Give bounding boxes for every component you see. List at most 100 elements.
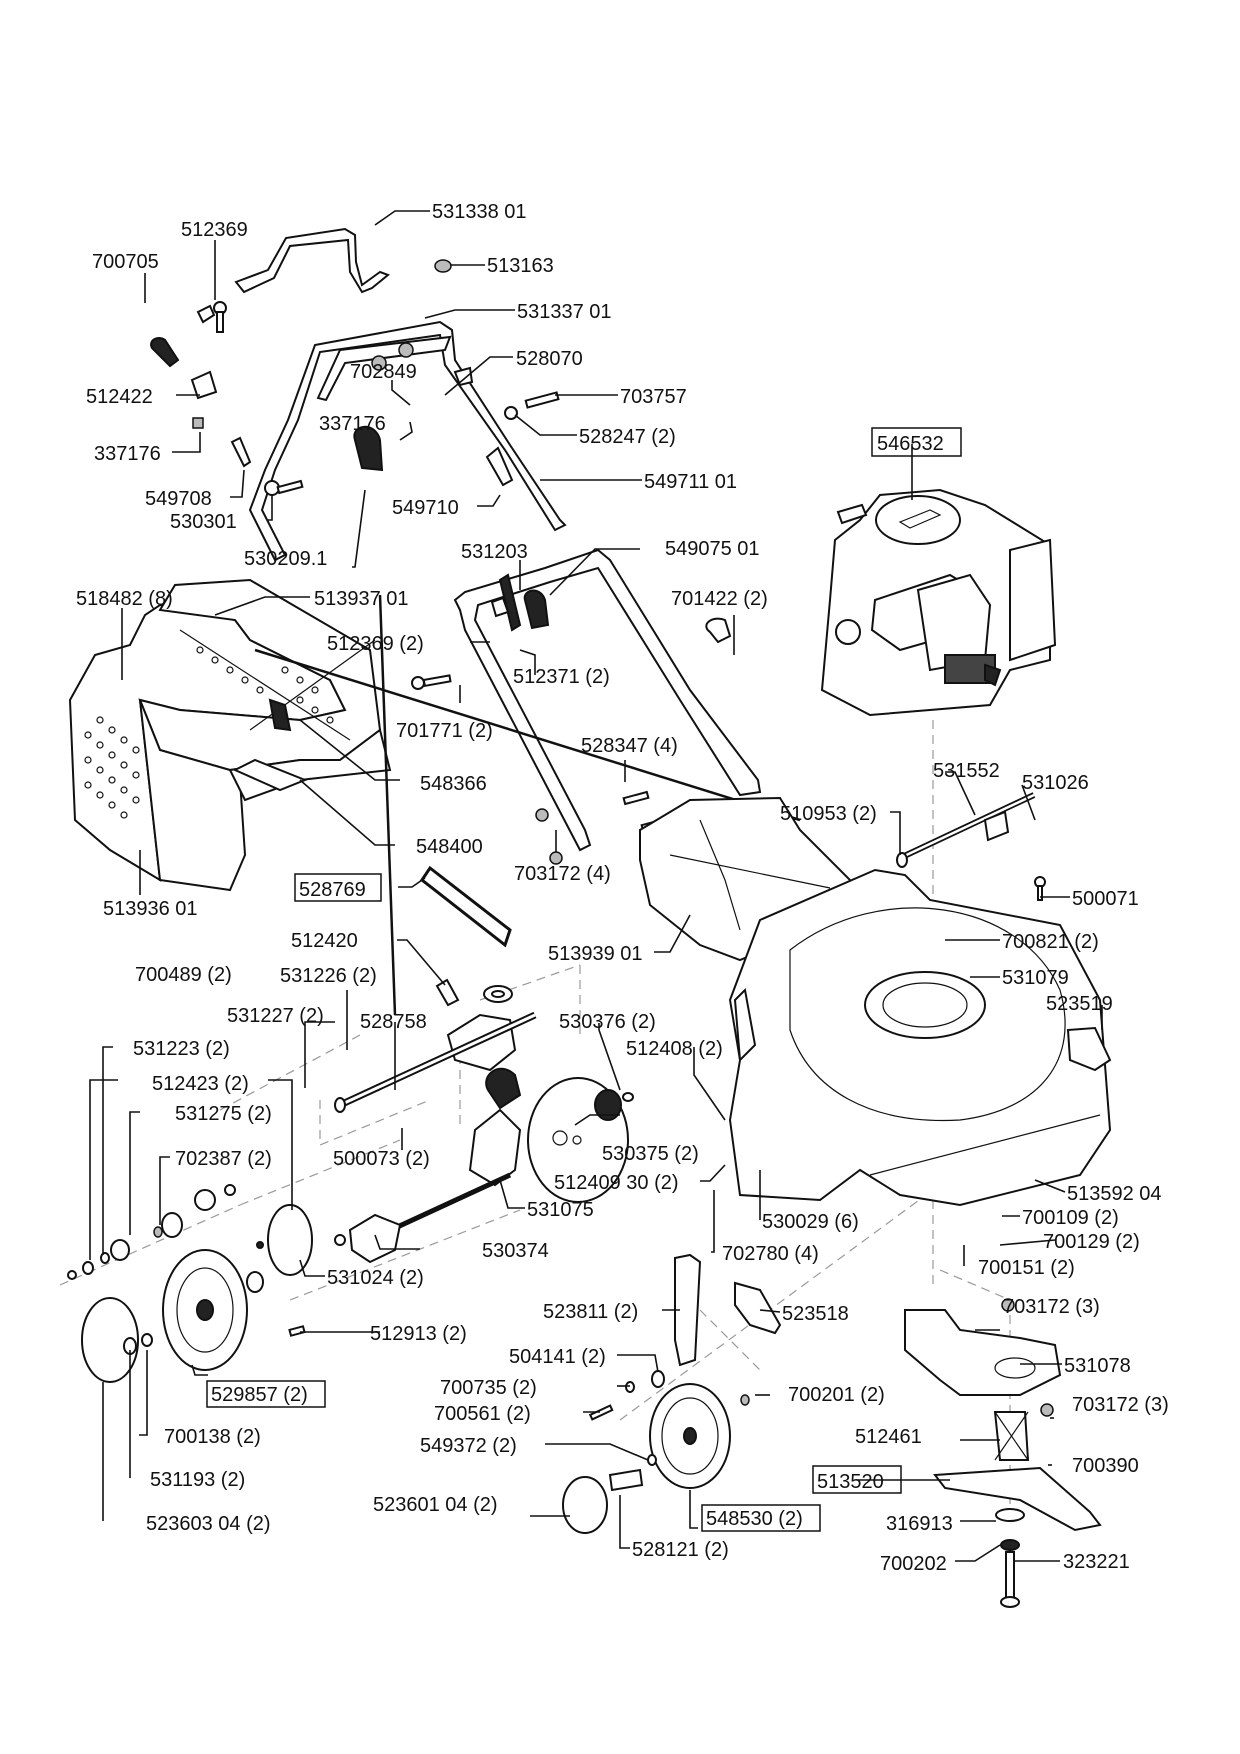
part-label-337176-handle[interactable]: 337176 — [319, 413, 386, 435]
part-label-531024[interactable]: 531024 (2) — [327, 1267, 424, 1289]
part-label-523603-04[interactable]: 523603 04 (2) — [146, 1513, 271, 1535]
part-label-528247[interactable]: 528247 (2) — [579, 426, 676, 448]
part-label-530209-1[interactable]: 530209.1 — [244, 548, 327, 570]
part-label-531227[interactable]: 531227 (2) — [227, 1005, 324, 1027]
part-label-523811[interactable]: 523811 (2) — [543, 1301, 638, 1323]
part-label-546532-group[interactable]: 546532 — [871, 427, 962, 457]
boxed-label-frame — [871, 427, 962, 457]
part-label-528769-group[interactable]: 528769 — [294, 873, 382, 902]
part-label-548366[interactable]: 548366 — [420, 773, 487, 795]
part-label-700561[interactable]: 700561 (2) — [434, 1403, 531, 1425]
part-label-531026[interactable]: 531026 — [1022, 772, 1089, 794]
part-label-512913[interactable]: 512913 (2) — [370, 1323, 467, 1345]
part-label-531193[interactable]: 531193 (2) — [150, 1469, 245, 1491]
part-label-700705[interactable]: 700705 — [92, 251, 159, 273]
part-label-528121[interactable]: 528121 (2) — [632, 1539, 729, 1561]
part-label-512369[interactable]: 512369 — [181, 219, 248, 241]
part-label-531079[interactable]: 531079 — [1002, 967, 1069, 989]
lower-handle-fittings — [411, 573, 732, 865]
part-label-700151[interactable]: 700151 (2) — [978, 1257, 1075, 1279]
handle-fittings — [150, 259, 560, 496]
part-label-529857[interactable]: 529857 (2) — [211, 1384, 308, 1406]
part-label-512420[interactable]: 512420 — [291, 930, 358, 952]
part-label-510953[interactable]: 510953 (2) — [780, 803, 877, 825]
part-label-701771[interactable]: 701771 (2) — [396, 720, 493, 742]
part-label-549710[interactable]: 549710 — [392, 497, 459, 519]
part-label-528769[interactable]: 528769 — [299, 879, 366, 901]
part-label-700390[interactable]: 700390 — [1072, 1455, 1139, 1477]
part-label-549372[interactable]: 549372 (2) — [420, 1435, 517, 1457]
part-label-548530[interactable]: 548530 (2) — [706, 1508, 803, 1530]
part-label-528758[interactable]: 528758 — [360, 1011, 427, 1033]
part-label-702387[interactable]: 702387 (2) — [175, 1148, 272, 1170]
part-label-549711-01[interactable]: 549711 01 — [644, 471, 737, 493]
part-label-531078[interactable]: 531078 — [1064, 1355, 1131, 1377]
part-label-523519[interactable]: 523519 — [1046, 993, 1113, 1015]
part-label-703757[interactable]: 703757 — [620, 386, 687, 408]
part-label-512408[interactable]: 512408 (2) — [626, 1038, 723, 1060]
grass-bag-vent-pattern — [84, 646, 334, 819]
part-label-316913[interactable]: 316913 — [886, 1513, 953, 1535]
part-label-512423[interactable]: 512423 (2) — [152, 1073, 249, 1095]
part-label-531203[interactable]: 531203 — [461, 541, 528, 563]
part-label-513520[interactable]: 513520 — [817, 1471, 884, 1493]
part-label-700821[interactable]: 700821 (2) — [1002, 931, 1099, 953]
upper-handle-bar — [234, 227, 567, 562]
part-label-549708[interactable]: 549708 — [145, 488, 212, 510]
part-label-512371[interactable]: 512371 (2) — [513, 666, 610, 688]
part-label-531075[interactable]: 531075 — [527, 1199, 594, 1221]
part-label-512369-2[interactable]: 512369 (2) — [327, 633, 424, 655]
part-label-548530-group[interactable]: 548530 (2) — [701, 1504, 821, 1532]
part-label-523518[interactable]: 523518 — [782, 1303, 849, 1325]
part-label-702780[interactable]: 702780 (4) — [722, 1243, 819, 1265]
part-label-548400[interactable]: 548400 — [416, 836, 483, 858]
part-label-513937-01[interactable]: 513937 01 — [314, 588, 409, 610]
part-label-703172-4[interactable]: 703172 (4) — [514, 863, 611, 885]
part-label-337176[interactable]: 337176 — [94, 443, 161, 465]
part-label-531223[interactable]: 531223 (2) — [133, 1038, 230, 1060]
part-label-701422[interactable]: 701422 (2) — [671, 588, 768, 610]
part-label-530375[interactable]: 530375 (2) — [602, 1143, 699, 1165]
part-label-702849[interactable]: 702849 — [350, 361, 417, 383]
part-label-323221[interactable]: 323221 — [1063, 1551, 1130, 1573]
front-wheel-assembly — [562, 1253, 782, 1534]
part-label-513939-01[interactable]: 513939 01 — [548, 943, 643, 965]
part-label-528347[interactable]: 528347 (4) — [581, 735, 678, 757]
part-label-512461[interactable]: 512461 — [855, 1426, 922, 1448]
part-label-549075-01[interactable]: 549075 01 — [665, 538, 760, 560]
part-label-530374[interactable]: 530374 — [482, 1240, 549, 1262]
part-label-513936-01[interactable]: 513936 01 — [103, 898, 198, 920]
part-label-530376[interactable]: 530376 (2) — [559, 1011, 656, 1033]
part-label-700202[interactable]: 700202 — [880, 1553, 947, 1575]
part-label-513520-group[interactable]: 513520 — [812, 1465, 902, 1494]
part-label-700109[interactable]: 700109 (2) — [1022, 1207, 1119, 1229]
part-label-500073[interactable]: 500073 (2) — [333, 1148, 430, 1170]
part-label-504141[interactable]: 504141 (2) — [509, 1346, 606, 1368]
part-label-528070[interactable]: 528070 — [516, 348, 583, 370]
part-label-512422[interactable]: 512422 — [86, 386, 153, 408]
boxed-label-frame — [206, 1380, 326, 1408]
part-label-703172-3a[interactable]: 703172 (3) — [1003, 1296, 1100, 1318]
part-label-531338-01[interactable]: 531338 01 — [432, 201, 527, 223]
part-label-530029[interactable]: 530029 (6) — [762, 1211, 859, 1233]
part-label-531552[interactable]: 531552 — [933, 760, 1000, 782]
part-label-700489[interactable]: 700489 (2) — [135, 964, 232, 986]
part-label-513592-04[interactable]: 513592 04 — [1067, 1183, 1162, 1205]
part-label-700201[interactable]: 700201 (2) — [788, 1384, 885, 1406]
part-label-531275[interactable]: 531275 (2) — [175, 1103, 272, 1125]
part-label-512409-30[interactable]: 512409 30 (2) — [554, 1172, 679, 1194]
part-label-500071[interactable]: 500071 — [1072, 888, 1139, 910]
part-label-513163[interactable]: 513163 — [487, 255, 554, 277]
part-label-703172-3b[interactable]: 703172 (3) — [1072, 1394, 1169, 1416]
part-label-700138[interactable]: 700138 (2) — [164, 1426, 261, 1448]
part-label-523601-04[interactable]: 523601 04 (2) — [373, 1494, 498, 1516]
part-label-531226[interactable]: 531226 (2) — [280, 965, 377, 987]
part-label-531337-01[interactable]: 531337 01 — [517, 301, 612, 323]
part-label-546532[interactable]: 546532 — [877, 433, 944, 455]
part-label-530301[interactable]: 530301 — [170, 511, 237, 533]
part-label-529857-group[interactable]: 529857 (2) — [206, 1380, 326, 1408]
boxed-label-frame — [812, 1465, 902, 1494]
part-label-518482[interactable]: 518482 (8) — [76, 588, 173, 610]
part-label-700735[interactable]: 700735 (2) — [440, 1377, 537, 1399]
part-label-700129[interactable]: 700129 (2) — [1043, 1231, 1140, 1253]
